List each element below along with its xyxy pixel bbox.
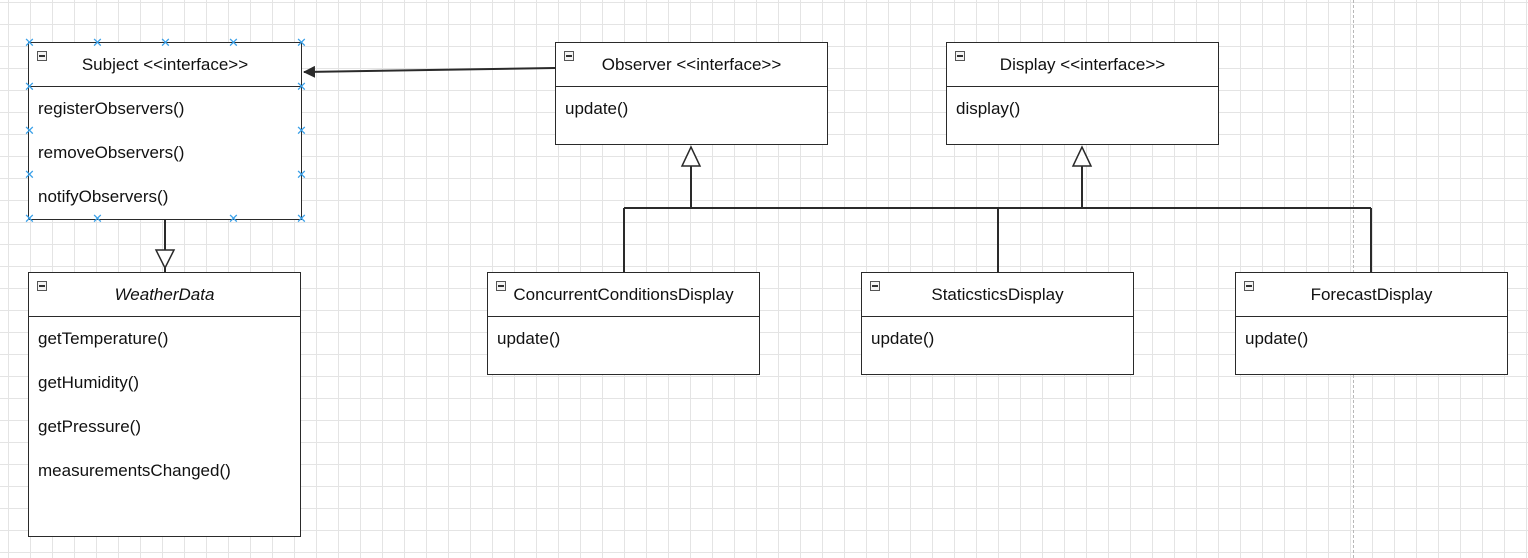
class-display[interactable]: Display <<interface>> display() (946, 42, 1219, 145)
operation[interactable]: update() (497, 329, 561, 348)
class-header: StaticsticsDisplay (862, 273, 1133, 317)
operation[interactable]: display() (956, 99, 1021, 118)
operations-list: update() (556, 87, 827, 131)
selection-handle[interactable]: ✕ (92, 35, 103, 50)
operations-list: update() (862, 317, 1133, 361)
class-header: ConcurrentConditionsDisplay (488, 273, 759, 317)
selection-handle[interactable]: ✕ (296, 167, 307, 182)
class-title: Observer <<interface>> (601, 55, 782, 74)
collapse-icon[interactable] (870, 281, 880, 291)
selection-handle[interactable]: ✕ (24, 123, 35, 138)
class-header: Display <<interface>> (947, 43, 1218, 87)
association-observer-to-subject[interactable] (303, 65, 556, 78)
operation[interactable]: getTemperature() (38, 329, 169, 348)
selection-handle[interactable]: ✕ (296, 79, 307, 94)
class-title: Display <<interface>> (999, 55, 1166, 74)
class-weatherdata[interactable]: WeatherData getTemperature() getHumidity… (28, 272, 301, 537)
selection-handle[interactable]: ✕ (92, 211, 103, 226)
class-header: WeatherData (29, 273, 300, 317)
realization-displays-to-display[interactable] (1071, 145, 1093, 208)
realization-displays-to-observer[interactable] (680, 145, 702, 208)
selection-handle[interactable]: ✕ (24, 35, 35, 50)
operations-list: update() (488, 317, 759, 361)
operation[interactable]: update() (1245, 329, 1309, 348)
inheritance-bus (623, 207, 1372, 272)
operation[interactable]: removeObservers() (38, 143, 185, 162)
operation[interactable]: notifyObservers() (38, 187, 169, 206)
class-forecast-display[interactable]: ForecastDisplay update() (1235, 272, 1508, 375)
operations-list: update() (1236, 317, 1507, 361)
class-concurrent-conditions-display[interactable]: ConcurrentConditionsDisplay update() (487, 272, 760, 375)
class-title: StaticsticsDisplay (931, 285, 1064, 304)
operation[interactable]: measurementsChanged() (38, 461, 231, 480)
operation[interactable]: getPressure() (38, 417, 141, 436)
selection-handle[interactable]: ✕ (228, 211, 239, 226)
class-header: ForecastDisplay (1236, 273, 1507, 317)
class-title: ConcurrentConditionsDisplay (513, 285, 734, 304)
class-header: Subject <<interface>> (29, 43, 301, 87)
operations-list: registerObservers() removeObservers() no… (29, 87, 301, 219)
collapse-icon[interactable] (37, 51, 47, 61)
selection-handle[interactable]: ✕ (296, 211, 307, 226)
operations-list: getTemperature() getHumidity() getPressu… (29, 317, 300, 493)
selection-handle[interactable]: ✕ (24, 167, 35, 182)
selection-handle[interactable]: ✕ (228, 35, 239, 50)
operation[interactable]: getHumidity() (38, 373, 140, 392)
collapse-icon[interactable] (1244, 281, 1254, 291)
collapse-icon[interactable] (955, 51, 965, 61)
selection-handle[interactable]: ✕ (24, 211, 35, 226)
class-staticstics-display[interactable]: StaticsticsDisplay update() (861, 272, 1134, 375)
realization-weatherdata-to-subject[interactable] (154, 220, 176, 272)
class-observer[interactable]: Observer <<interface>> update() (555, 42, 828, 145)
operation[interactable]: update() (871, 329, 935, 348)
operation[interactable]: registerObservers() (38, 99, 185, 118)
collapse-icon[interactable] (496, 281, 506, 291)
collapse-icon[interactable] (564, 51, 574, 61)
selection-handle[interactable]: ✕ (296, 123, 307, 138)
class-title: Subject <<interface>> (81, 55, 249, 74)
collapse-icon[interactable] (37, 281, 47, 291)
operations-list: display() (947, 87, 1218, 131)
class-title: ForecastDisplay (1310, 285, 1433, 304)
class-subject[interactable]: Subject <<interface>> registerObservers(… (28, 42, 302, 220)
selection-handle[interactable]: ✕ (160, 35, 171, 50)
class-header: Observer <<interface>> (556, 43, 827, 87)
class-title: WeatherData (114, 285, 215, 304)
operation[interactable]: update() (565, 99, 629, 118)
selection-handle[interactable]: ✕ (296, 35, 307, 50)
selection-handle[interactable]: ✕ (24, 79, 35, 94)
